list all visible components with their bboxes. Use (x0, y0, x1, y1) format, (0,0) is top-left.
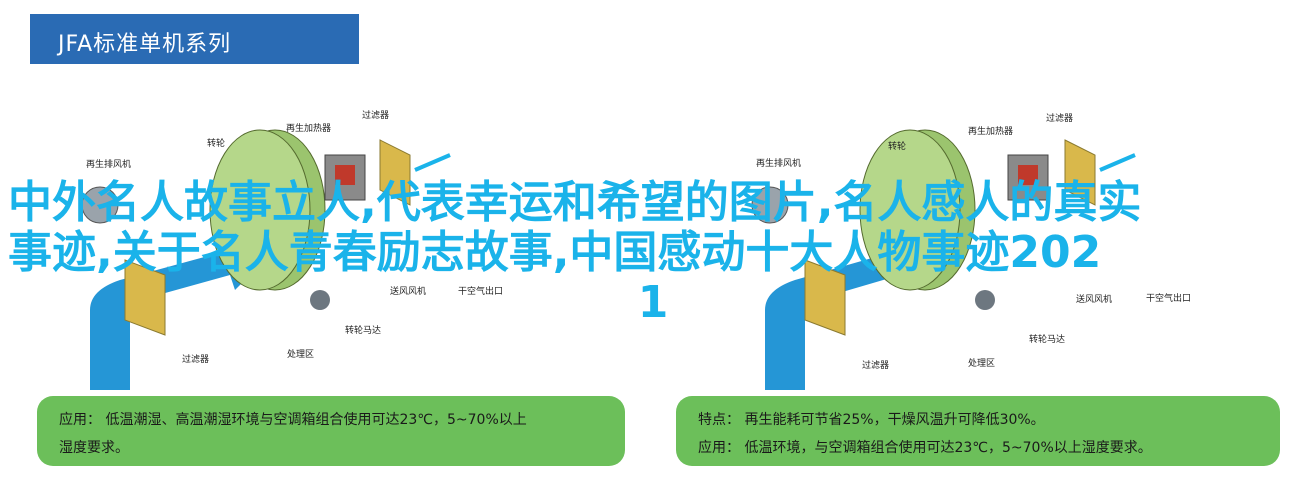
info-box-left: 应用： 低温潮湿、高温潮湿环境与空调箱组合使用可达23℃，5~70%以上 湿度要… (37, 396, 625, 466)
label-dry-outlet-2: 干空气出口 (1146, 292, 1191, 304)
label-preheater-2: 再生加热器 (968, 125, 1013, 137)
desiccant-wheel-diagram-2: 再生加热器 过滤器 转轮 再生排风机 送风风机 干空气出口 转轮马达 过滤器 处… (751, 112, 1191, 390)
info-left-line-2: 湿度要求。 (59, 440, 129, 456)
overlay-line-3: 1 (637, 277, 669, 328)
overlay-line-1: 中外名人故事立人,代表幸运和希望的图片,名人感人的真实 (8, 177, 1142, 228)
label-process-fan-2: 送风风机 (1076, 293, 1112, 305)
info-left-line-1: 应用： 低温潮湿、高温潮湿环境与空调箱组合使用可达23℃，5~70%以上 (59, 412, 527, 428)
header-bar: JFA标准单机系列 (30, 14, 359, 64)
info-right-line-1: 特点： 再生能耗可节省25%，干燥风温升可降低30%。 (698, 412, 1045, 428)
diagram-right: 再生加热器 过滤器 转轮 再生排风机 送风风机 干空气出口 转轮马达 过滤器 处… (710, 100, 1307, 390)
label-process-fan: 送风风机 (390, 285, 426, 297)
header-title: JFA标准单机系列 (58, 32, 232, 57)
overlay-caption: 中外名人故事立人,代表幸运和希望的图片,名人感人的真实 事迹,关于名人青春励志故… (0, 178, 1307, 328)
label-regen-fan: 再生排风机 (86, 158, 131, 170)
heater-shape (324, 154, 366, 201)
label-preheater: 再生加热器 (286, 122, 331, 134)
diagram-left: 再生加热器 过滤器 转轮 再生排风机 送风风机 干空气出口 转轮马达 过滤器 处… (30, 100, 650, 390)
label-process-zone-2: 处理区 (968, 357, 995, 369)
filter-bottom-shape (124, 259, 166, 336)
filter-top-shape (379, 139, 411, 206)
label-process-zone: 处理区 (287, 348, 314, 360)
label-wheel: 转轮 (207, 137, 225, 149)
info-box-right: 特点： 再生能耗可节省25%，干燥风温升可降低30%。 应用： 低温环境，与空调… (676, 396, 1280, 466)
label-filter-top: 过滤器 (362, 109, 389, 121)
label-motor-2: 转轮马达 (1029, 333, 1065, 345)
label-motor: 转轮马达 (345, 324, 381, 336)
label-filter-top-2: 过滤器 (1046, 112, 1073, 124)
info-right-line-2: 应用： 低温环境，与空调箱组合使用可达23℃，5~70%以上湿度要求。 (698, 440, 1152, 456)
label-filter-bottom-2: 过滤器 (862, 359, 889, 371)
label-filter-bottom: 过滤器 (182, 353, 209, 365)
motor-shape (310, 290, 330, 310)
desiccant-wheel-diagram: 再生加热器 过滤器 转轮 再生排风机 送风风机 干空气出口 转轮马达 过滤器 处… (81, 109, 503, 390)
process-air-arrow (90, 235, 265, 390)
label-wheel-2: 转轮 (888, 140, 906, 152)
label-dry-outlet: 干空气出口 (458, 285, 503, 297)
overlay-line-2: 事迹,关于名人青春励志故事,中国感动十大人物事迹202 (8, 227, 1102, 278)
regen-fan-shape (81, 186, 119, 224)
label-regen-fan-2: 再生排风机 (756, 157, 801, 169)
